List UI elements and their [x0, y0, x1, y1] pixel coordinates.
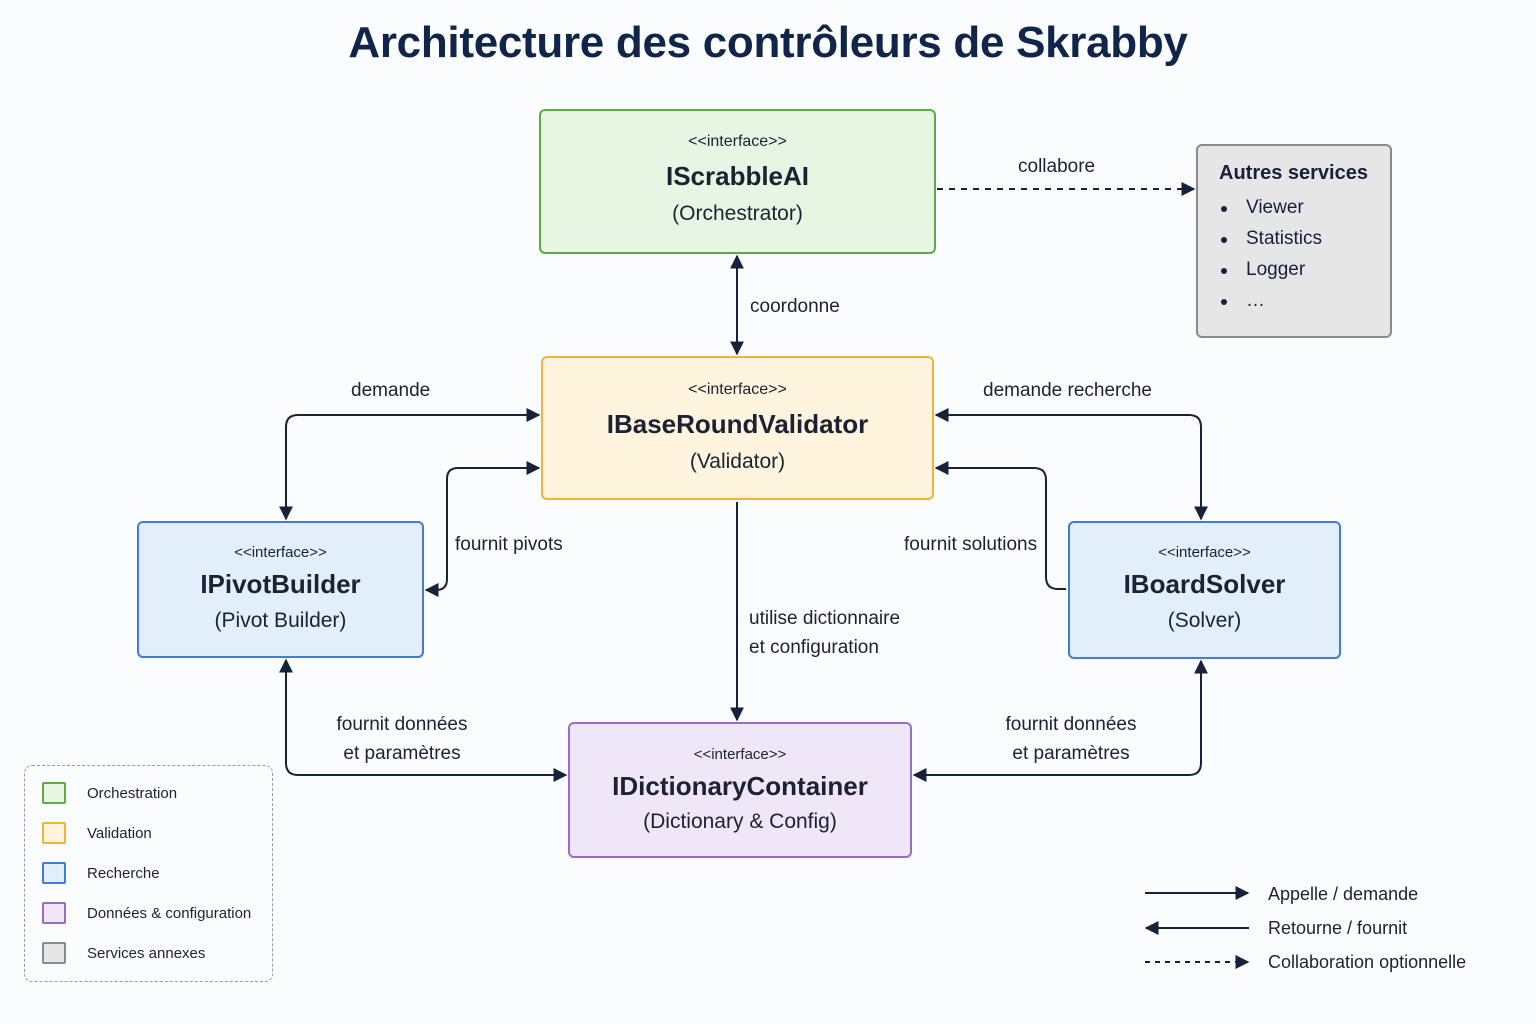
interface-role: (Orchestrator) — [672, 202, 803, 225]
legend-label: Données & configuration — [87, 904, 252, 922]
edge-label-fournit-solutions: fournit solutions — [904, 534, 1038, 555]
legend-label: Recherche — [87, 864, 160, 882]
other-services-list: Viewer Statistics Logger … — [1198, 195, 1390, 319]
interface-role: (Solver) — [1167, 609, 1242, 632]
edge-label-demande: demande — [351, 380, 431, 401]
list-item: … — [1219, 288, 1390, 319]
legend-swatch — [42, 782, 66, 804]
other-services-box: Autres services Viewer Statistics Logger… — [1196, 144, 1392, 338]
interface-role: (Pivot Builder) — [214, 609, 347, 632]
edge-label-donnees-left-line1: fournit données — [336, 714, 468, 735]
legend-swatch — [42, 862, 66, 884]
interface-name: IBoardSolver — [1123, 569, 1286, 599]
edge-fournit-pivots — [424, 461, 541, 597]
legend-swatch — [42, 942, 66, 964]
edge-label-donnees-right-line2: et paramètres — [1012, 743, 1130, 764]
interface-role: (Validator) — [689, 450, 786, 473]
stereotype-label: <<interface>> — [688, 133, 787, 150]
arrow-legend-label: Appelle / demande — [1268, 883, 1419, 904]
interface-name: IBaseRoundValidator — [606, 409, 869, 439]
legend-item-donnees: Données & configuration — [42, 900, 251, 926]
edge-demande-recherche — [934, 408, 1208, 521]
iboardsolver-box: <<interface>> IBoardSolver (Solver) — [1068, 521, 1341, 659]
edge-donnees-right — [912, 659, 1208, 782]
legend-swatch — [42, 822, 66, 844]
legend-swatch — [42, 902, 66, 924]
arrow-legend-optional: Collaboration optionnelle — [1144, 950, 1466, 974]
diagram-title: Architecture des contrôleurs de Skrabby — [348, 18, 1188, 67]
stereotype-label: <<interface>> — [234, 544, 327, 561]
edge-label-collabore: collabore — [1018, 156, 1096, 177]
edge-demande-pivot — [279, 408, 541, 521]
ipivotbuilder-box: <<interface>> IPivotBuilder (Pivot Build… — [137, 521, 424, 658]
list-item: Logger — [1219, 257, 1390, 288]
stereotype-label: <<interface>> — [688, 381, 787, 398]
stereotype-label: <<interface>> — [693, 746, 787, 763]
legend-item-services: Services annexes — [42, 940, 205, 966]
edge-donnees-left — [279, 658, 568, 782]
interface-role: (Dictionary & Config) — [643, 810, 837, 833]
other-services-heading: Autres services — [1219, 162, 1368, 184]
edge-label-fournit-pivots: fournit pivots — [455, 534, 563, 555]
arrow-legend-calls: Appelle / demande — [1144, 882, 1418, 906]
edge-fournit-solutions — [934, 461, 1066, 590]
color-legend: Orchestration Validation Recherche Donné… — [24, 765, 273, 982]
legend-item-recherche: Recherche — [42, 860, 160, 886]
list-item: Statistics — [1219, 226, 1390, 257]
edge-label-demande-recherche: demande recherche — [983, 380, 1152, 401]
edge-label-donnees-left-line2: et paramètres — [343, 743, 461, 764]
stereotype-label: <<interface>> — [1158, 544, 1251, 561]
list-item: Viewer — [1219, 195, 1390, 226]
legend-item-orchestration: Orchestration — [42, 780, 177, 806]
legend-label: Validation — [87, 824, 152, 842]
edge-label-coordonne: coordonne — [750, 296, 840, 317]
edge-label-donnees-right-line1: fournit données — [1005, 714, 1137, 735]
arrow-legend-label: Collaboration optionnelle — [1268, 951, 1467, 972]
arrow-legend-returns: Retourne / fournit — [1144, 916, 1407, 940]
interface-name: IScrabbleAI — [665, 161, 810, 191]
idictionarycontainer-box: <<interface>> IDictionaryContainer (Dict… — [568, 722, 912, 858]
interface-name: IDictionaryContainer — [612, 771, 868, 801]
legend-label: Orchestration — [87, 784, 178, 802]
legend-item-validation: Validation — [42, 820, 152, 846]
ibaseroundvalidator-box: <<interface>> IBaseRoundValidator (Valid… — [541, 356, 934, 500]
edge-label-utilise-line1: utilise dictionnaire — [749, 608, 901, 629]
iscrabbleai-box: <<interface>> IScrabbleAI (Orchestrator) — [539, 109, 936, 254]
interface-name: IPivotBuilder — [200, 569, 361, 599]
arrow-legend-label: Retourne / fournit — [1268, 917, 1408, 938]
legend-label: Services annexes — [87, 944, 206, 962]
edge-label-utilise-line2: et configuration — [749, 637, 879, 658]
